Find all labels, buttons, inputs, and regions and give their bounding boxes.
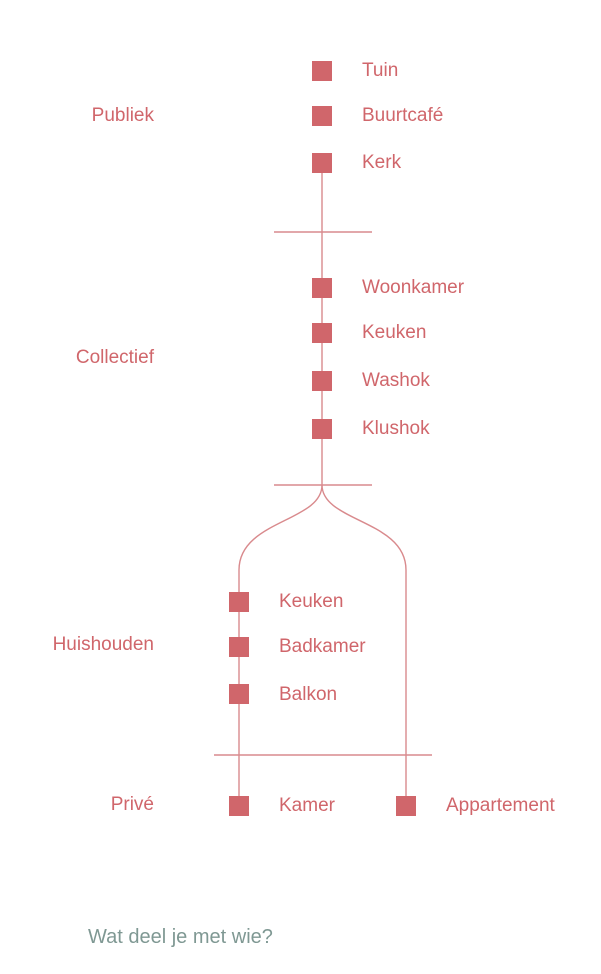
level-label-publiek: Publiek	[91, 105, 154, 126]
room-label-keuken-collectief: Keuken	[362, 322, 427, 343]
marker-klushok	[312, 419, 332, 439]
branch-left-line	[238, 484, 323, 805]
marker-appartement	[396, 796, 416, 816]
room-label-keuken-huishouden: Keuken	[279, 591, 344, 612]
branch-right-line	[321, 484, 407, 805]
level-label-prive: Privé	[110, 794, 154, 815]
room-label-appartement: Appartement	[446, 795, 555, 816]
marker-balkon	[229, 684, 249, 704]
room-label-balkon: Balkon	[279, 684, 338, 705]
room-label-washok: Washok	[362, 370, 430, 391]
connector-lines	[214, 163, 432, 805]
room-markers	[229, 61, 416, 816]
marker-kerk	[312, 153, 332, 173]
marker-kamer	[229, 796, 249, 816]
room-label-woonkamer: Woonkamer	[362, 277, 465, 298]
room-label-tuin: Tuin	[362, 60, 399, 81]
room-label-buurtcafe: Buurtcafé	[362, 105, 444, 126]
marker-woonkamer	[312, 278, 332, 298]
marker-washok	[312, 371, 332, 391]
marker-badkamer	[229, 637, 249, 657]
level-label-collectief: Collectief	[75, 347, 154, 368]
marker-tuin	[312, 61, 332, 81]
room-label-klushok: Klushok	[362, 418, 430, 439]
marker-keuken-collectief	[312, 323, 332, 343]
footer-question: Wat deel je met wie?	[88, 926, 273, 948]
room-label-kamer: Kamer	[279, 795, 335, 816]
level-label-huishouden: Huishouden	[52, 634, 154, 655]
room-label-kerk: Kerk	[362, 152, 402, 173]
marker-buurtcafe	[312, 106, 332, 126]
room-label-badkamer: Badkamer	[279, 636, 366, 657]
marker-keuken-huishouden	[229, 592, 249, 612]
